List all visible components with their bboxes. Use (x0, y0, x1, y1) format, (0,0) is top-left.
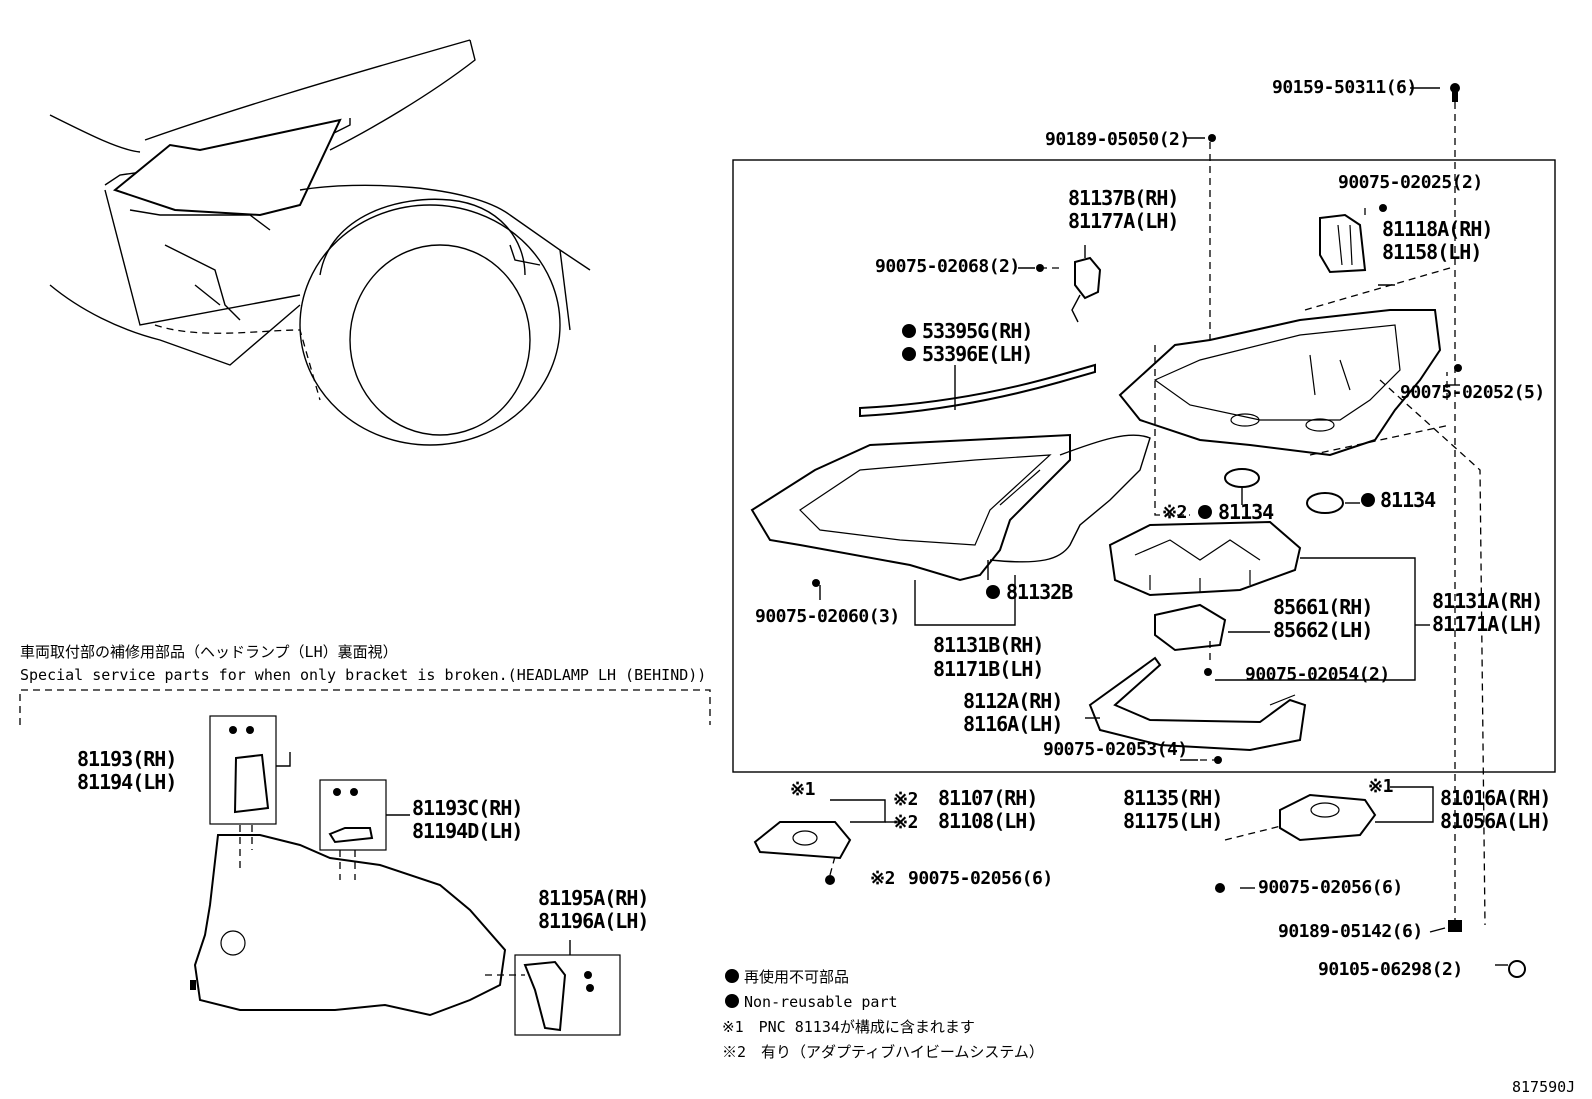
label-81108: 81108(LH) (938, 809, 1037, 833)
label-90075-02052: 90075-02052(5) (1400, 382, 1545, 403)
label-81132b: 81132B (1006, 580, 1073, 604)
inset-labels: 車両取付部の補修用部品（ヘッドランプ（LH）裏面視） Special servi… (20, 643, 706, 933)
bracket-81118a (1319, 213, 1367, 274)
bracket-81195a-box (514, 954, 621, 1036)
vehicle-front-illustration (49, 39, 591, 446)
label-53396e: 53396E(LH) (922, 342, 1032, 366)
bracket-81193c (328, 827, 374, 844)
fastener-icons (812, 83, 1526, 978)
note-81107: ※1 (790, 779, 815, 800)
label-81134b: 81134 (1380, 488, 1436, 512)
legend-note-1: ※1 PNC 81134が構成に含まれます (722, 1018, 975, 1036)
label-81016a: 81016A(RH) (1440, 786, 1550, 810)
mark-81107: ※2 (893, 789, 918, 810)
label-90105: 90105-06298(2) (1318, 959, 1463, 980)
label-81175: 81175(LH) (1123, 809, 1222, 833)
label-81193: 81193(RH) (77, 747, 176, 771)
label-81196a: 81196A(LH) (538, 909, 648, 933)
headlamp-unit-module (1108, 520, 1302, 597)
label-90075-02054: 90075-02054(2) (1245, 664, 1390, 685)
label-8116a: 8116A(LH) (963, 712, 1062, 736)
label-90075-02056b: 90075-02056(6) (1258, 877, 1403, 898)
part-labels: 90159-50311(6) 90189-05050(2) 81137B(RH)… (755, 77, 1551, 980)
headlamp-lens (750, 433, 1151, 582)
label-90159: 90159-50311(6) (1272, 77, 1417, 98)
label-81056a: 81056A(LH) (1440, 809, 1550, 833)
headlamp-assembly-frame (732, 159, 1556, 773)
leader-lines (819, 87, 1508, 966)
note-81016a: ※1 (1368, 776, 1393, 797)
label-81158: 81158(LH) (1382, 240, 1481, 264)
seal-ring-b (1306, 492, 1344, 514)
label-81171a: 81171A(LH) (1432, 612, 1542, 636)
label-85662: 85662(LH) (1273, 618, 1372, 642)
legend-nonreusable-jp: 再使用不可部品 (744, 968, 849, 986)
label-81194d: 81194D(LH) (412, 819, 522, 843)
garnish-strip (859, 363, 1096, 418)
bracket-81193 (233, 753, 270, 814)
mark-81108: ※2 (893, 812, 918, 833)
legend-note-2: ※2 有り（アダプティブハイビームシステム） (722, 1043, 1044, 1061)
label-90075-02060: 90075-02060(3) (755, 606, 900, 627)
label-90075-02025: 90075-02025(2) (1338, 172, 1483, 193)
mark-81134a: ※2 (1162, 502, 1187, 523)
label-81137b: 81137B(RH) (1068, 186, 1178, 210)
label-81135: 81135(RH) (1123, 786, 1222, 810)
seal-ring-a (1224, 468, 1260, 488)
label-85661: 85661(RH) (1273, 595, 1372, 619)
legend: 再使用不可部品 Non-reusable part ※1 PNC 81134が構… (722, 968, 1044, 1061)
bracket-81195a (523, 960, 567, 1032)
label-53395g: 53395G(RH) (922, 319, 1032, 343)
label-81194: 81194(LH) (77, 770, 176, 794)
adaptive-high-beam-ecu (1279, 793, 1377, 842)
label-81118a: 81118A(RH) (1382, 217, 1492, 241)
label-81134a: 81134 (1218, 500, 1274, 524)
wire-connector (1071, 256, 1102, 323)
label-81177a: 81177A(LH) (1068, 209, 1178, 233)
inset-title-jp: 車両取付部の補修用部品（ヘッドランプ（LH）裏面視） (20, 643, 398, 661)
leveling-ecu (1154, 603, 1227, 652)
headlamp-housing (1118, 309, 1442, 457)
inset-title-en: Special service parts for when only brac… (20, 666, 706, 684)
label-90189b: 90189-05142(6) (1278, 921, 1423, 942)
label-81131a: 81131A(RH) (1432, 589, 1542, 613)
inset-headlamp-rear (190, 834, 507, 1017)
drl-light-guide (1088, 656, 1307, 752)
label-81171b: 81171B(LH) (933, 657, 1043, 681)
inset-guide-lines (239, 752, 571, 976)
diagram-code: 817590J (1512, 1078, 1575, 1096)
adaptive-bracket (753, 821, 852, 860)
label-8112a: 8112A(RH) (963, 689, 1062, 713)
label-81131b: 81131B(RH) (933, 633, 1043, 657)
label-90075-02053: 90075-02053(4) (1043, 739, 1188, 760)
label-90189a: 90189-05050(2) (1045, 129, 1190, 150)
inset-boundary (19, 689, 711, 725)
bracket-81193-box (209, 715, 277, 825)
label-81195a: 81195A(RH) (538, 886, 648, 910)
label-90075-02056a: 90075-02056(6) (908, 868, 1053, 889)
label-90075-02068: 90075-02068(2) (875, 256, 1020, 277)
mark-90075-02056a: ※2 (870, 868, 895, 889)
legend-nonreusable-en: Non-reusable part (744, 993, 898, 1011)
label-81107: 81107(RH) (938, 786, 1037, 810)
label-81193c: 81193C(RH) (412, 796, 522, 820)
